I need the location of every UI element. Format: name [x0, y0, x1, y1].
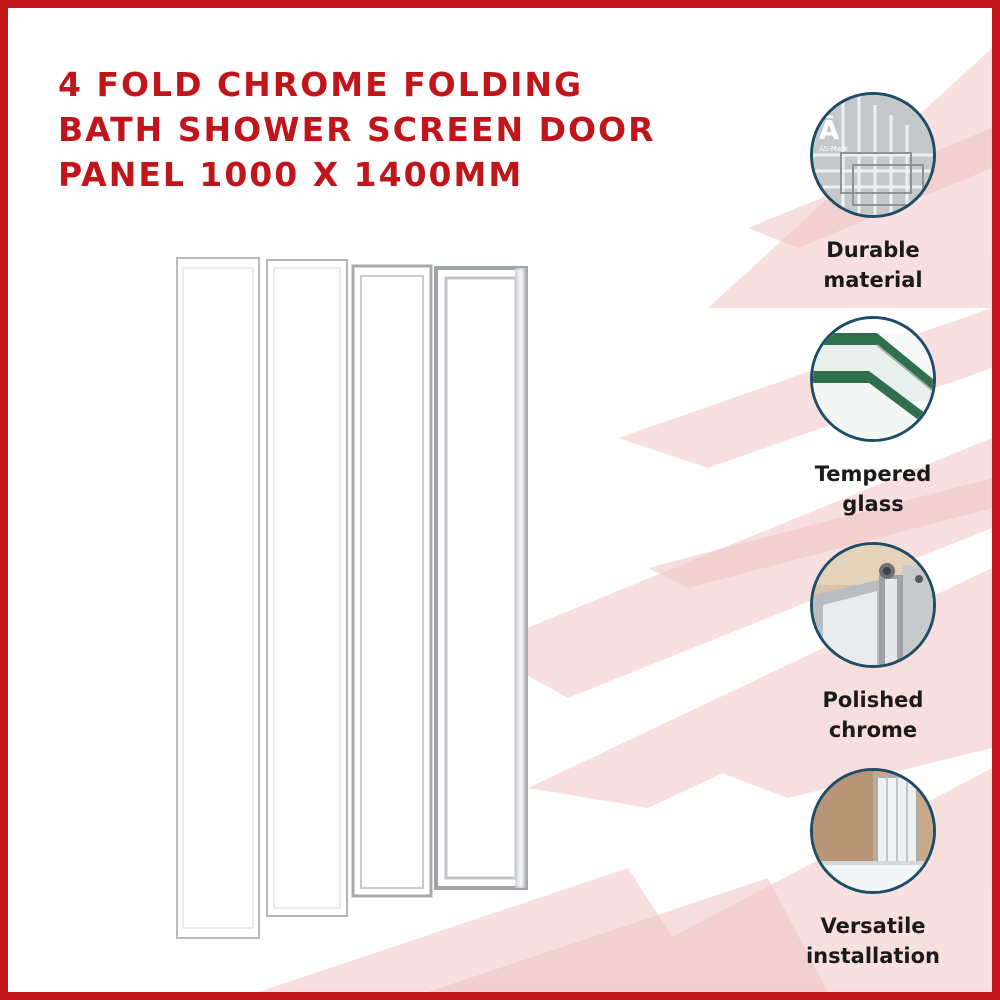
- shower-screen-image: [173, 257, 528, 939]
- feature-polished-chrome: Polished chrome: [803, 542, 943, 745]
- glass-panel-3: [348, 264, 433, 898]
- feature-label-line-1: Versatile: [820, 914, 926, 938]
- feature-label-line-1: Durable: [826, 238, 920, 262]
- as-mark-label: AS-Mark: [819, 145, 849, 153]
- bathroom-installation-icon: [810, 768, 936, 894]
- glass-panel-1: [173, 257, 260, 939]
- tempered-glass-layers-icon: [810, 316, 936, 442]
- feature-label: Durable material: [803, 235, 943, 295]
- glass-panel-2: [262, 259, 348, 917]
- title-line-1: 4 FOLD CHROME FOLDING: [58, 65, 584, 104]
- product-title: 4 FOLD CHROME FOLDING BATH SHOWER SCREEN…: [58, 62, 758, 197]
- feature-versatile-installation: Versatile installation: [803, 768, 943, 971]
- feature-label-line-1: Tempered: [814, 462, 932, 486]
- glass-panel-4: [431, 266, 528, 890]
- feature-tempered-glass: Tempered glass: [803, 316, 943, 519]
- feature-label-line-1: Polished: [822, 688, 924, 712]
- feature-label-line-2: installation: [805, 944, 941, 968]
- feature-label: Tempered glass: [803, 459, 943, 519]
- feature-label-line-2: chrome: [828, 718, 918, 742]
- feature-label: Polished chrome: [803, 685, 943, 745]
- title-line-3: PANEL 1000 X 1400MM: [58, 155, 524, 194]
- feature-label: Versatile installation: [803, 911, 943, 971]
- feature-label-line-2: glass: [842, 492, 904, 516]
- title-line-2: BATH SHOWER SCREEN DOOR: [58, 110, 656, 149]
- feature-label-line-2: material: [823, 268, 923, 292]
- svg-text:Ā: Ā: [819, 114, 839, 146]
- feature-durable-material: Ā AS-Mark Durable material: [803, 92, 943, 295]
- chrome-hinge-icon: [810, 542, 936, 668]
- glass-edge-mark-icon: Ā AS-Mark: [810, 92, 936, 218]
